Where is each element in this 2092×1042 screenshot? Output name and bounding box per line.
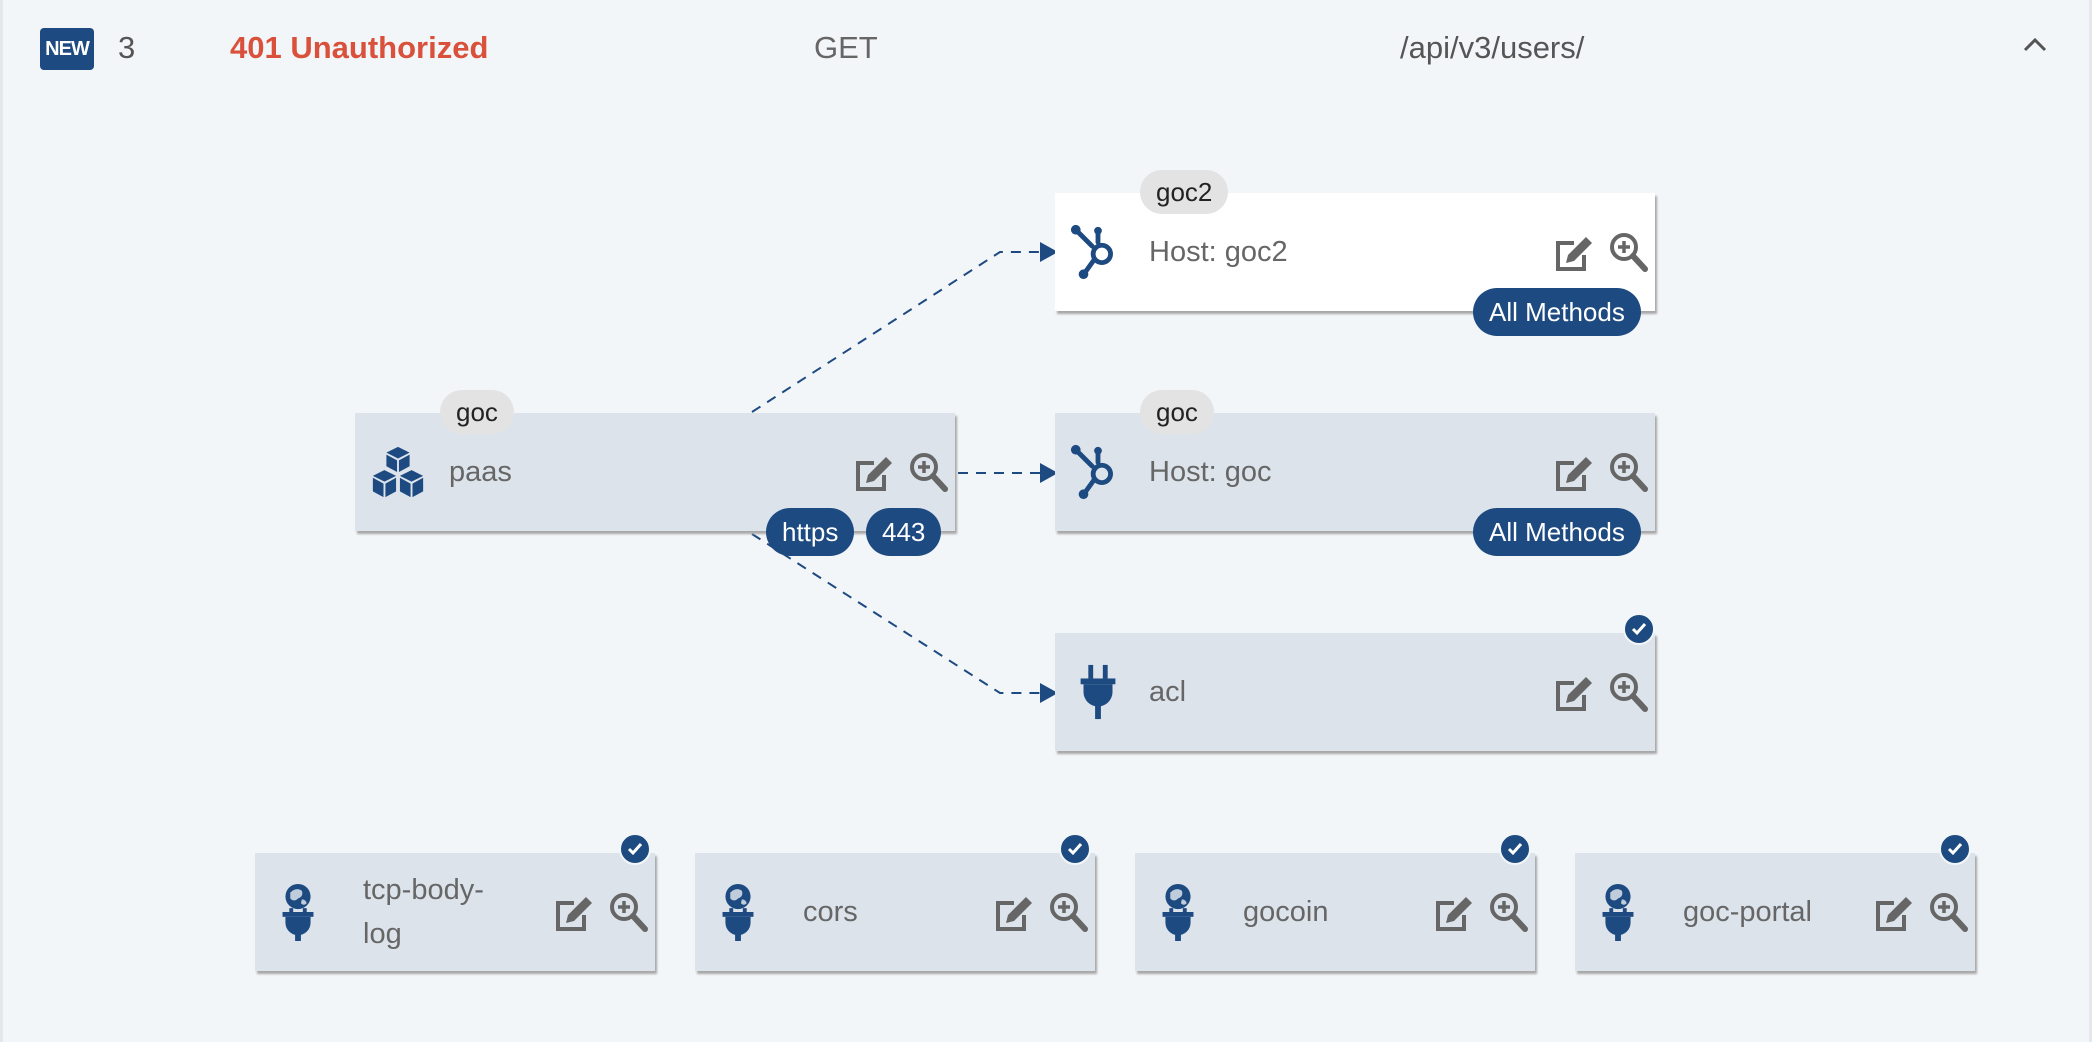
zoom-in-icon[interactable] xyxy=(1608,671,1648,713)
edit-icon[interactable] xyxy=(992,893,1034,933)
request-count: 3 xyxy=(118,30,136,65)
edit-icon[interactable] xyxy=(552,893,594,933)
cubes-icon xyxy=(372,446,424,498)
global-plugin-node[interactable]: gocoin xyxy=(1135,833,1535,971)
hub-icon xyxy=(1070,224,1113,280)
zoom-in-icon[interactable] xyxy=(1928,891,1968,933)
enabled-check-icon xyxy=(1059,833,1091,865)
edit-icon[interactable] xyxy=(1552,673,1594,713)
enabled-check-icon xyxy=(1623,613,1655,645)
globe-plug-icon xyxy=(1602,883,1634,941)
route-label: Host: goc xyxy=(1149,456,1272,488)
edit-icon[interactable] xyxy=(1432,893,1474,933)
enabled-check-icon xyxy=(1939,833,1971,865)
protocol-badge: https xyxy=(766,508,855,556)
plugin-label: gocoin xyxy=(1243,896,1329,928)
request-path: /api/v3/users/ xyxy=(1400,30,1585,65)
request-header[interactable]: NEW 3 401 Unauthorized GET /api/v3/users… xyxy=(0,0,2092,100)
service-tag: goc xyxy=(440,390,514,434)
globe-plug-icon xyxy=(1162,883,1194,941)
port-badge: 443 xyxy=(866,508,942,556)
hub-icon xyxy=(1070,444,1113,500)
route-tag: goc xyxy=(1140,390,1214,434)
globe-plug-icon xyxy=(722,883,754,941)
plugin-label: tcp-body-log xyxy=(363,874,484,950)
zoom-in-icon[interactable] xyxy=(908,451,948,493)
edit-icon[interactable] xyxy=(852,453,894,493)
methods-badge: All Methods xyxy=(1473,508,1641,556)
globe-plug-icon xyxy=(282,883,314,941)
service-name: paas xyxy=(449,456,512,488)
enabled-check-icon xyxy=(619,833,651,865)
service-node-paas[interactable]: paas xyxy=(355,413,955,531)
global-plugin-node[interactable]: tcp-body-log xyxy=(255,833,655,971)
edit-icon[interactable] xyxy=(1552,453,1594,493)
edit-icon[interactable] xyxy=(1872,893,1914,933)
global-plugin-node[interactable]: cors xyxy=(695,833,1095,971)
enabled-check-icon xyxy=(1499,833,1531,865)
new-badge: NEW xyxy=(40,28,94,70)
chevron-up-icon[interactable] xyxy=(2020,30,2050,60)
plug-icon xyxy=(1080,664,1116,720)
zoom-in-icon[interactable] xyxy=(1608,451,1648,493)
route-tag: goc2 xyxy=(1140,170,1229,214)
global-plugin-node[interactable]: goc-portal xyxy=(1575,833,1975,971)
route-label: Host: goc2 xyxy=(1149,236,1288,268)
zoom-in-icon[interactable] xyxy=(1488,891,1528,933)
plugin-label: cors xyxy=(803,896,858,928)
plugin-node-acl[interactable]: acl xyxy=(1055,613,1655,751)
plugin-label: acl xyxy=(1149,676,1187,708)
http-method: GET xyxy=(814,30,878,65)
edit-icon[interactable] xyxy=(1552,233,1594,273)
zoom-in-icon[interactable] xyxy=(608,891,648,933)
plugin-label: goc-portal xyxy=(1683,896,1812,928)
zoom-in-icon[interactable] xyxy=(1608,231,1648,273)
status-code: 401 Unauthorized xyxy=(230,30,489,65)
zoom-in-icon[interactable] xyxy=(1048,891,1088,933)
methods-badge: All Methods xyxy=(1473,288,1641,336)
